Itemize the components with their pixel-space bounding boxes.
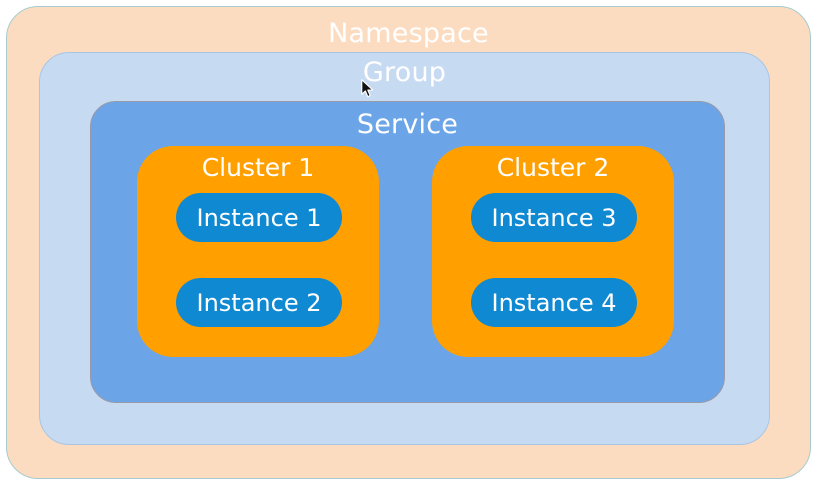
cluster-box-1[interactable]: Cluster 1 Instance 1 Instance 2 — [137, 146, 379, 357]
instance-label-4: Instance 4 — [491, 288, 617, 317]
instance-pill-4[interactable]: Instance 4 — [471, 278, 637, 327]
namespace-label: Namespace — [328, 18, 489, 49]
service-label: Service — [356, 109, 459, 140]
instance-pill-1[interactable]: Instance 1 — [176, 193, 342, 242]
instance-pill-2[interactable]: Instance 2 — [176, 278, 342, 327]
namespace-container[interactable]: Namespace Group Service Cluster 1 Instan… — [6, 6, 811, 479]
group-container[interactable]: Group Service Cluster 1 Instance 1 Insta… — [39, 52, 770, 445]
instance-pill-3[interactable]: Instance 3 — [471, 193, 637, 242]
group-label: Group — [362, 57, 447, 88]
cluster-label-1: Cluster 1 — [201, 153, 315, 182]
instance-label-3: Instance 3 — [491, 203, 617, 232]
service-container[interactable]: Service Cluster 1 Instance 1 Instance 2 — [90, 101, 725, 403]
instance-label-2: Instance 2 — [196, 288, 322, 317]
cluster-box-2[interactable]: Cluster 2 Instance 3 Instance 4 — [432, 146, 674, 357]
clusters-row: Cluster 1 Instance 1 Instance 2 Cluster … — [91, 146, 724, 357]
cluster-label-2: Cluster 2 — [496, 153, 610, 182]
instance-label-1: Instance 1 — [196, 203, 322, 232]
